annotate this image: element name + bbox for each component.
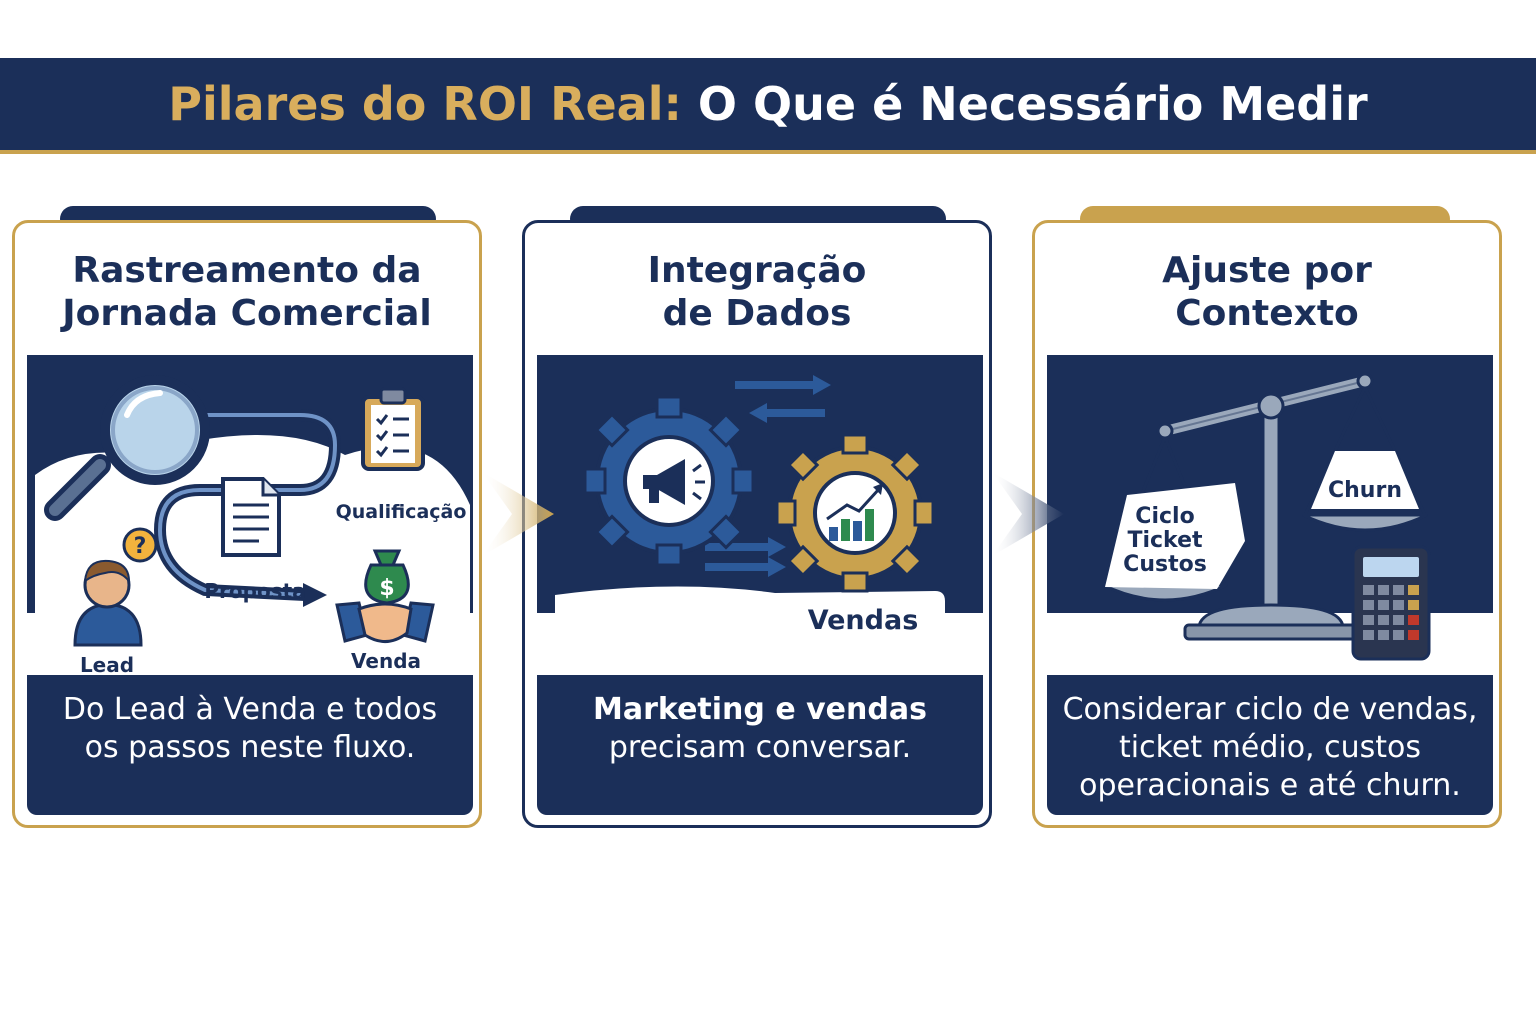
pillar-title-line: de Dados	[662, 293, 852, 334]
document-icon	[221, 477, 281, 557]
label-lead: Lead	[80, 653, 134, 675]
chart-gear-icon	[775, 433, 935, 593]
magnifier-icon	[44, 375, 210, 521]
label-custos: Custos	[1123, 552, 1207, 577]
header-banner: Pilares do ROI Real: O Que é Necessário …	[0, 58, 1536, 154]
label-proposta: Proposta	[204, 579, 305, 603]
description-line: Considerar ciclo de vendas,	[1062, 692, 1478, 727]
label-ciclo: Ciclo	[1135, 504, 1194, 529]
pillar-description: Do Lead à Venda e todos os passos neste …	[27, 675, 473, 815]
pillar-title-line: Jornada Comercial	[62, 293, 432, 334]
description-line: os passos neste fluxo.	[84, 730, 416, 765]
pillar-card-tracking: Rastreamento da Jornada Comercial Qualif…	[12, 220, 482, 828]
label-qualificacao: Qualificação	[336, 501, 467, 523]
label-ticket: Ticket	[1127, 528, 1203, 553]
description-line: ticket médio, custos	[1118, 730, 1422, 765]
connector-arrow-2	[992, 472, 1064, 556]
pillar-title-line: Ajuste por	[1162, 250, 1372, 291]
page-title-highlight: Pilares do ROI Real:	[168, 77, 682, 131]
person-question-icon: ?	[73, 527, 158, 647]
svg-text:?: ?	[134, 534, 147, 559]
label-venda: Venda	[351, 649, 421, 673]
calculator-icon	[1351, 545, 1431, 661]
page-title-rest: O Que é Necessário Medir	[681, 77, 1368, 131]
pillar-description: Marketing e vendas precisam conversar.	[537, 675, 983, 815]
svg-text:$: $	[379, 576, 394, 601]
journey-illustration: Qualificação Proposta ? Lead $ V	[35, 375, 470, 675]
handshake-icon	[335, 601, 435, 643]
pillar-description: Considerar ciclo de vendas, ticket médio…	[1047, 675, 1493, 815]
pillar-card-data-integration: Integração de Dados	[522, 220, 992, 828]
description-line: operacionais e até churn.	[1079, 768, 1461, 803]
exchange-arrows-icon	[705, 375, 831, 577]
description-line: Do Lead à Venda e todos	[62, 692, 438, 727]
pillar-title-line: Rastreamento da	[72, 250, 422, 291]
integration-illustration: Marketing Vendas	[555, 375, 945, 636]
pillar-title-line: Integração	[647, 250, 867, 291]
balance-scale-icon	[1102, 372, 1428, 641]
pillar-title: Ajuste por Contexto	[1035, 249, 1499, 335]
pillar-title-line: Contexto	[1175, 293, 1359, 334]
context-illustration: Ciclo Ticket Custos Churn	[1102, 372, 1431, 661]
label-vendas: Vendas	[808, 605, 919, 636]
pillar-title: Integração de Dados	[525, 249, 989, 335]
megaphone-gear-icon	[583, 395, 755, 567]
label-churn: Churn	[1328, 478, 1402, 503]
description-line: precisam conversar.	[608, 730, 912, 765]
label-marketing: Marketing	[606, 605, 761, 636]
pillar-title: Rastreamento da Jornada Comercial	[15, 249, 479, 335]
page-title: Pilares do ROI Real: O Que é Necessário …	[0, 58, 1536, 150]
connector-arrow-1	[482, 472, 554, 556]
pillar-card-context-adjustment: Ajuste por Contexto Ciclo Ticket Custos …	[1032, 220, 1502, 828]
clipboard-icon	[361, 387, 425, 471]
description-line: Marketing e vendas	[593, 692, 927, 727]
